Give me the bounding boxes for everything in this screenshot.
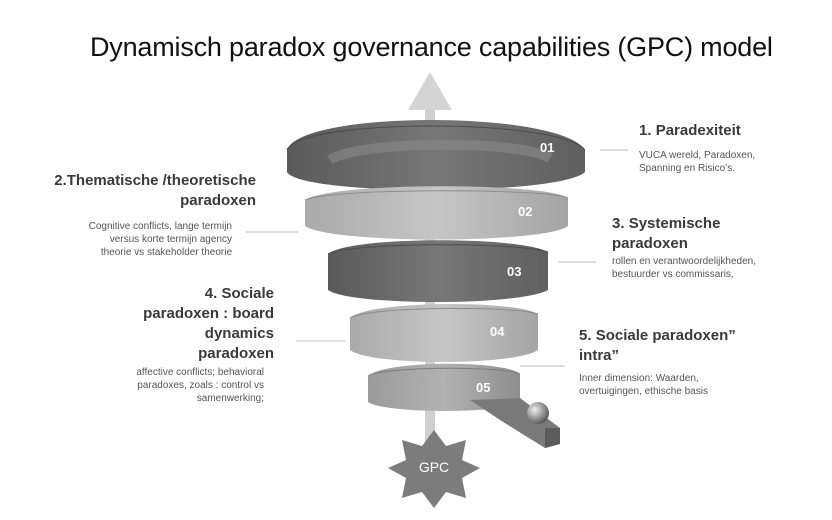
item-2-description: Cognitive conflicts, lange termijn versu…	[78, 220, 232, 259]
spiral-band-01	[287, 120, 585, 190]
level-label-01: 01	[540, 140, 554, 155]
item-3-heading: 3. Systemische paradoxen	[612, 214, 762, 254]
item-2-heading: 2.Thematische /theoretische paradoxen	[30, 171, 256, 211]
item-5-description: Inner dimension: Waarden, overtuigingen,…	[579, 372, 739, 398]
level-label-02: 02	[518, 204, 532, 219]
item-1-heading: 1. Paradexiteit	[639, 121, 741, 141]
item-4-heading: 4. Sociale paradoxen : board dynamics pa…	[130, 284, 274, 364]
item-4-description: affective conflicts; behavioral paradoxe…	[104, 366, 264, 405]
item-5-heading: 5. Sociale paradoxen” intra”	[579, 326, 759, 366]
item-1-description: VUCA wereld, Paradoxen, Spanning en Risi…	[639, 149, 799, 175]
item-3-description: rollen en verantwoordelijkheden, bestuur…	[612, 255, 762, 281]
gpc-badge-label: GPC	[419, 459, 449, 475]
spiral-band-04	[350, 304, 538, 362]
level-label-03: 03	[507, 264, 521, 279]
level-label-05: 05	[476, 380, 490, 395]
ball-icon	[527, 402, 549, 424]
level-label-04: 04	[490, 324, 505, 339]
